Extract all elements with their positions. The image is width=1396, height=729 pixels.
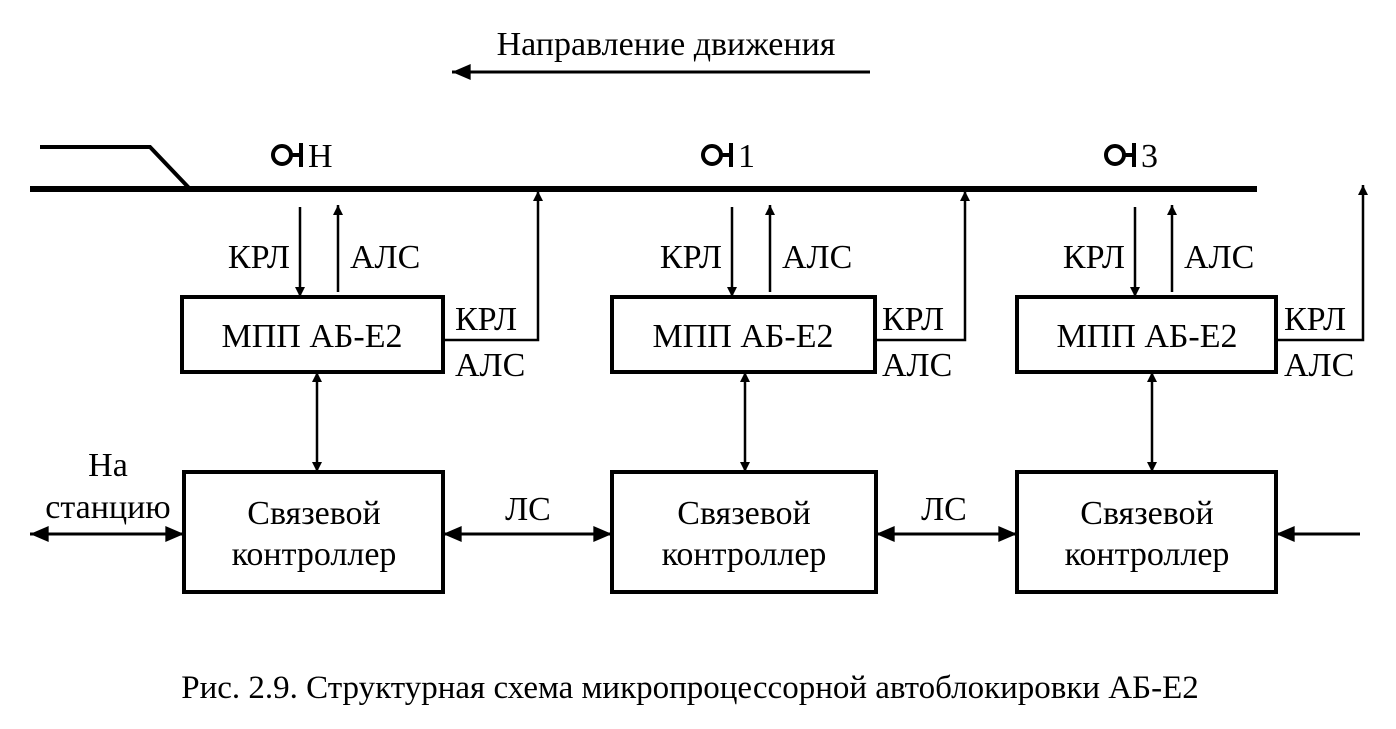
direction-title: Направление движения [497,26,836,63]
signal-label: 3 [1141,138,1158,175]
side-als-label: АЛС [1284,347,1354,384]
controller-label-line2: контроллер [662,536,827,573]
krl-als-output-line [875,191,970,342]
controller-label-line2: контроллер [232,536,397,573]
krl-label: КРЛ [228,239,290,276]
krl-label: КРЛ [1063,239,1125,276]
side-krl-label: КРЛ [882,301,944,338]
signal-n: Н [271,138,333,175]
unit-2: КРЛ АЛС МПП АБ-Е2 КРЛ АЛС Связевой контр… [610,191,970,594]
unit-3: КРЛ АЛС МПП АБ-Е2 КРЛ АЛС Связевой контр… [1015,185,1368,594]
signal-icon [271,144,293,166]
track [30,145,1257,192]
station-link: На станцию [29,447,184,542]
controller-box [1015,470,1278,594]
side-als-label: АЛС [882,347,952,384]
als-label: АЛС [350,239,420,276]
signal-icon [701,144,723,166]
signal-label: Н [308,138,333,175]
controller-label-line1: Связевой [1080,495,1213,532]
side-als-label: АЛС [455,347,525,384]
signal-1: 1 [701,138,755,175]
ls-label: ЛС [921,491,967,528]
branch-track-line [40,145,192,191]
station-label-line1: На [88,447,128,484]
signal-label: 1 [738,138,755,175]
controller-box [182,470,445,594]
mpp-box-label: МПП АБ-Е2 [221,318,402,355]
mpp-box-label: МПП АБ-Е2 [1056,318,1237,355]
als-label: АЛС [1184,239,1254,276]
signal-3: 3 [1104,138,1158,175]
controller-label-line2: контроллер [1065,536,1230,573]
krl-label: КРЛ [660,239,722,276]
signal-icon [1104,144,1126,166]
krl-als-output-line [1276,185,1368,342]
krl-als-output-line [443,191,543,342]
als-label: АЛС [782,239,852,276]
line-link-2: ЛС [876,491,1017,542]
controller-label-line1: Связевой [247,495,380,532]
mpp-box [1015,295,1278,374]
line-link-1: ЛС [442,491,612,542]
ls-label: ЛС [505,491,551,528]
side-krl-label: КРЛ [455,301,517,338]
station-label-line2: станцию [45,489,170,526]
unit-1: КРЛ АЛС МПП АБ-Е2 КРЛ АЛС Связевой контр… [180,191,543,594]
controller-label-line1: Связевой [677,495,810,532]
mpp-box-label: МПП АБ-Е2 [652,318,833,355]
side-krl-label: КРЛ [1284,301,1346,338]
figure-caption: Рис. 2.9. Структурная схема микропроцесс… [181,670,1199,706]
controller-box [610,470,878,594]
